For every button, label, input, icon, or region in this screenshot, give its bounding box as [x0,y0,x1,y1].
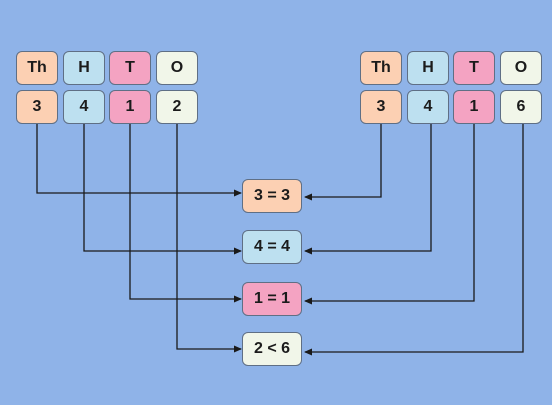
comparison-hundreds: 4 = 4 [242,230,302,264]
comparison-tens: 1 = 1 [242,282,302,316]
left-header-hundreds: H [63,51,105,85]
arrow-left-ones [176,124,242,353]
left-header-thousands: Th [16,51,58,85]
right-header-tens: T [453,51,495,85]
arrow-left-thousands [36,124,242,197]
arrow-right-thousands [304,124,382,201]
comparison-thousands: 3 = 3 [242,179,302,213]
right-header-hundreds: H [407,51,449,85]
left-digit-ones: 2 [156,90,198,124]
right-digit-thousands: 3 [360,90,402,124]
left-header-tens: T [109,51,151,85]
right-digit-ones: 6 [500,90,542,124]
arrow-right-tens [304,124,475,305]
arrow-left-hundreds [83,124,242,255]
right-digit-hundreds: 4 [407,90,449,124]
right-header-ones: O [500,51,542,85]
arrow-left-tens [129,124,242,303]
left-digit-thousands: 3 [16,90,58,124]
arrow-right-ones [304,124,524,356]
left-digit-tens: 1 [109,90,151,124]
left-header-ones: O [156,51,198,85]
right-digit-tens: 1 [453,90,495,124]
comparison-ones: 2 < 6 [242,332,302,366]
arrow-right-hundreds [304,124,432,255]
right-header-thousands: Th [360,51,402,85]
left-digit-hundreds: 4 [63,90,105,124]
